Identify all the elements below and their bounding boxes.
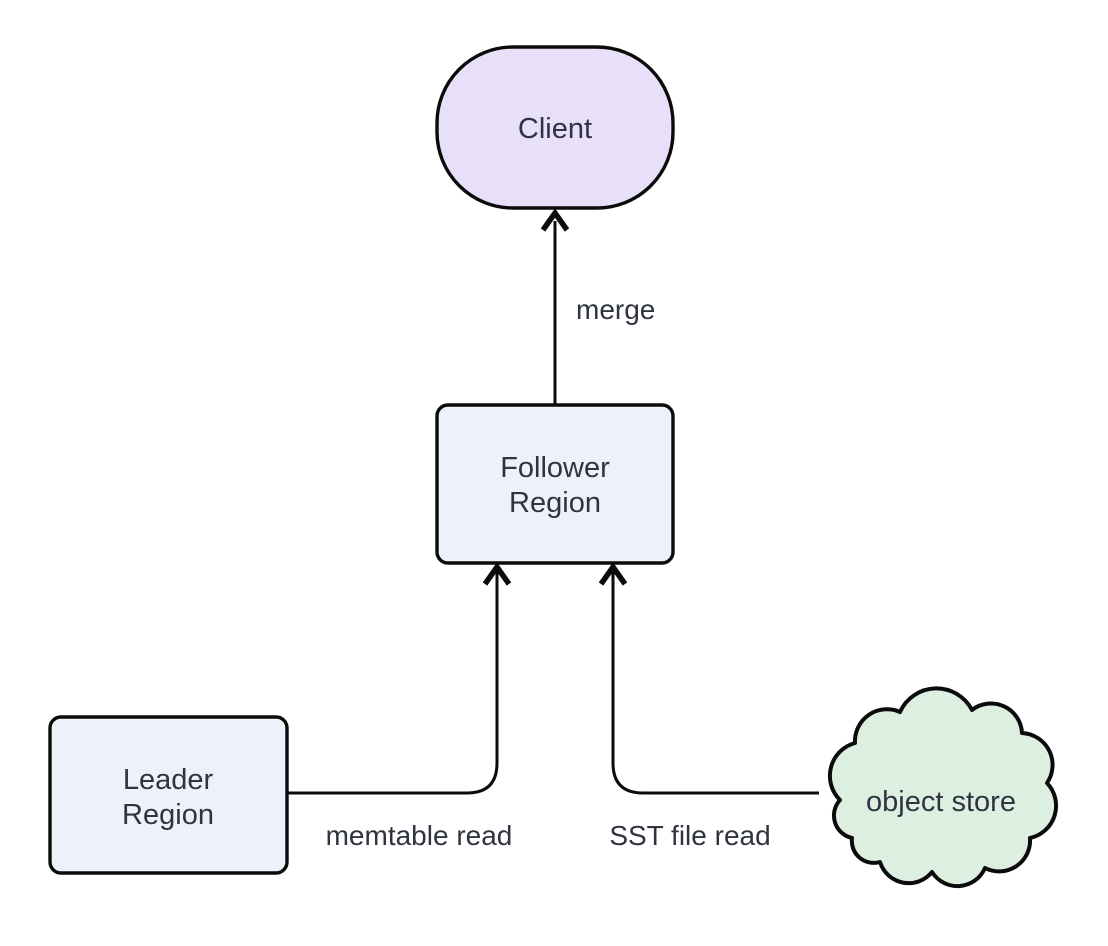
node-object-store: object store <box>827 686 1059 889</box>
node-label-client: Client <box>518 113 592 145</box>
edge-label-sst-file-read: SST file read <box>609 820 770 851</box>
node-label-leader-line2: Region <box>122 799 214 831</box>
node-label-leader-line1: Leader <box>123 764 214 796</box>
edge-sst-file-read: SST file read <box>598 562 819 851</box>
node-follower-region: Follower Region <box>435 403 675 565</box>
node-leader-region: Leader Region <box>48 715 289 875</box>
node-client: Client <box>435 45 675 210</box>
node-label-follower-line2: Region <box>509 487 601 519</box>
client-stadium-shape <box>435 45 675 210</box>
node-label-object-store: object store <box>866 786 1016 818</box>
edge-line-memtable-read <box>287 572 499 795</box>
arrowhead-up-icon <box>598 562 628 586</box>
edge-line-sst-file-read <box>611 572 819 795</box>
follower-region-rect-shape <box>435 403 675 565</box>
edge-label-memtable-read: memtable read <box>326 820 513 851</box>
edge-label-merge: merge <box>576 294 655 325</box>
arrowhead-up-icon <box>482 562 512 586</box>
node-label-follower-line1: Follower <box>500 452 610 484</box>
edge-merge: merge <box>540 208 655 405</box>
leader-region-rect-shape <box>48 715 289 875</box>
object-store-cloud-shape <box>827 686 1059 889</box>
arrowhead-up-icon <box>540 208 570 232</box>
edge-memtable-read: memtable read <box>287 562 513 851</box>
